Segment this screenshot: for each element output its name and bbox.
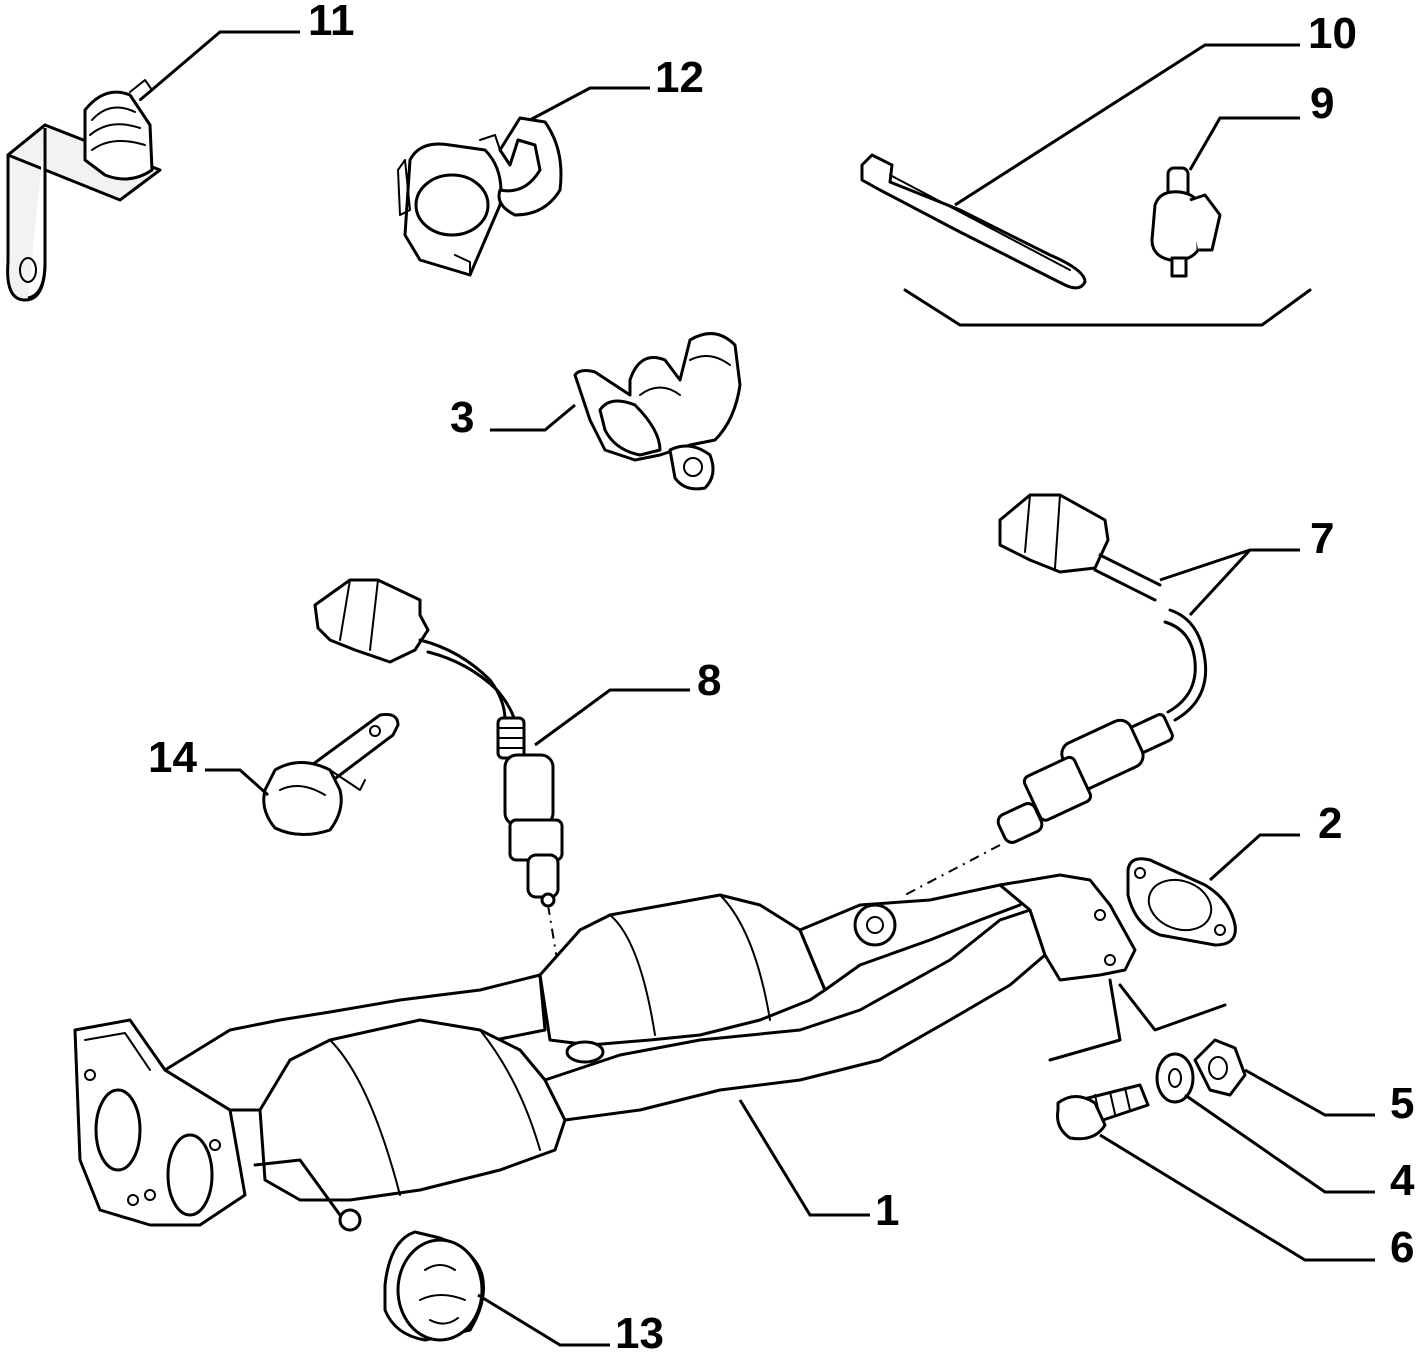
part-12-double-clip bbox=[397, 116, 563, 277]
part-8-oxygen-sensor bbox=[313, 578, 564, 908]
callout-7: 7 bbox=[1310, 514, 1334, 563]
part-11-bracket-clip bbox=[6, 79, 162, 302]
leader-11 bbox=[139, 30, 300, 102]
part-1-exhaust-manifold bbox=[73, 873, 1137, 1232]
callout-10: 10 bbox=[1308, 9, 1357, 58]
callout-5: 5 bbox=[1390, 1079, 1414, 1128]
callout-8: 8 bbox=[697, 656, 721, 705]
leader-lines bbox=[139, 30, 1375, 1347]
callout-6: 6 bbox=[1390, 1223, 1414, 1272]
callout-13: 13 bbox=[615, 1309, 664, 1357]
leader-5 bbox=[1244, 1068, 1375, 1117]
part-6-bolt bbox=[1056, 1083, 1150, 1141]
part-7-oxygen-sensor bbox=[996, 493, 1208, 844]
callout-11: 11 bbox=[308, 0, 355, 45]
leader-10 bbox=[954, 43, 1300, 207]
leader-13 bbox=[477, 1293, 610, 1347]
part-5-nut bbox=[1193, 1038, 1247, 1097]
assembly-axis-7 bbox=[904, 844, 1001, 896]
kit-bracket-line-9-10 bbox=[903, 288, 1312, 327]
leader-7 bbox=[1159, 548, 1300, 617]
part-14-bracket-clip bbox=[262, 713, 400, 836]
leader-6 bbox=[1099, 1133, 1375, 1262]
callout-9: 9 bbox=[1310, 79, 1334, 128]
part-3-hose-clip bbox=[573, 332, 742, 491]
part-13-rubber-mount bbox=[383, 1230, 485, 1342]
callout-14: 14 bbox=[148, 733, 197, 782]
callout-labels: 1 2 3 4 5 6 7 8 9 10 11 12 13 14 bbox=[148, 0, 1415, 1358]
part-9-connector bbox=[1150, 166, 1222, 278]
part-2-gasket bbox=[1126, 857, 1237, 947]
callout-2: 2 bbox=[1318, 799, 1342, 848]
part-4-washer bbox=[1155, 1052, 1195, 1104]
leader-3 bbox=[490, 403, 576, 432]
leader-1 bbox=[738, 1099, 870, 1217]
leader-8 bbox=[534, 688, 690, 747]
callout-1: 1 bbox=[875, 1186, 899, 1235]
leader-2 bbox=[1208, 833, 1300, 882]
callout-12: 12 bbox=[655, 53, 704, 102]
leader-12 bbox=[529, 86, 650, 122]
callout-3: 3 bbox=[450, 393, 474, 442]
callout-4: 4 bbox=[1390, 1156, 1415, 1205]
leader-14 bbox=[205, 768, 269, 797]
fastener-bracket-line bbox=[1048, 978, 1227, 1062]
leader-9 bbox=[1188, 116, 1300, 171]
part-10-cable-tie bbox=[860, 153, 1087, 290]
leader-4 bbox=[1184, 1093, 1375, 1194]
